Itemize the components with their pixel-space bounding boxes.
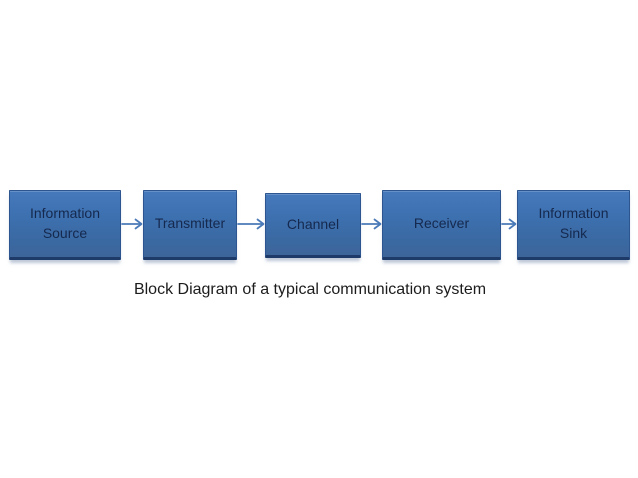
arrow-right-icon xyxy=(237,218,265,230)
block-label: Receiver xyxy=(413,215,470,232)
block-receiver: Receiver xyxy=(382,190,501,260)
arrow-right-icon xyxy=(361,218,382,230)
block-label: Information Sink xyxy=(538,205,609,241)
block-label: Transmitter xyxy=(154,215,226,232)
block-information-sink: Information Sink xyxy=(517,190,630,260)
block-label: Channel xyxy=(286,215,340,232)
arrow-right-icon xyxy=(501,218,517,230)
block-label: Information Source xyxy=(29,205,101,241)
diagram-caption: Block Diagram of a typical communication… xyxy=(133,281,487,298)
block-transmitter: Transmitter xyxy=(143,190,237,260)
block-channel: Channel xyxy=(265,193,361,258)
block-information-source: Information Source xyxy=(9,190,121,260)
arrow-right-icon xyxy=(121,218,143,230)
